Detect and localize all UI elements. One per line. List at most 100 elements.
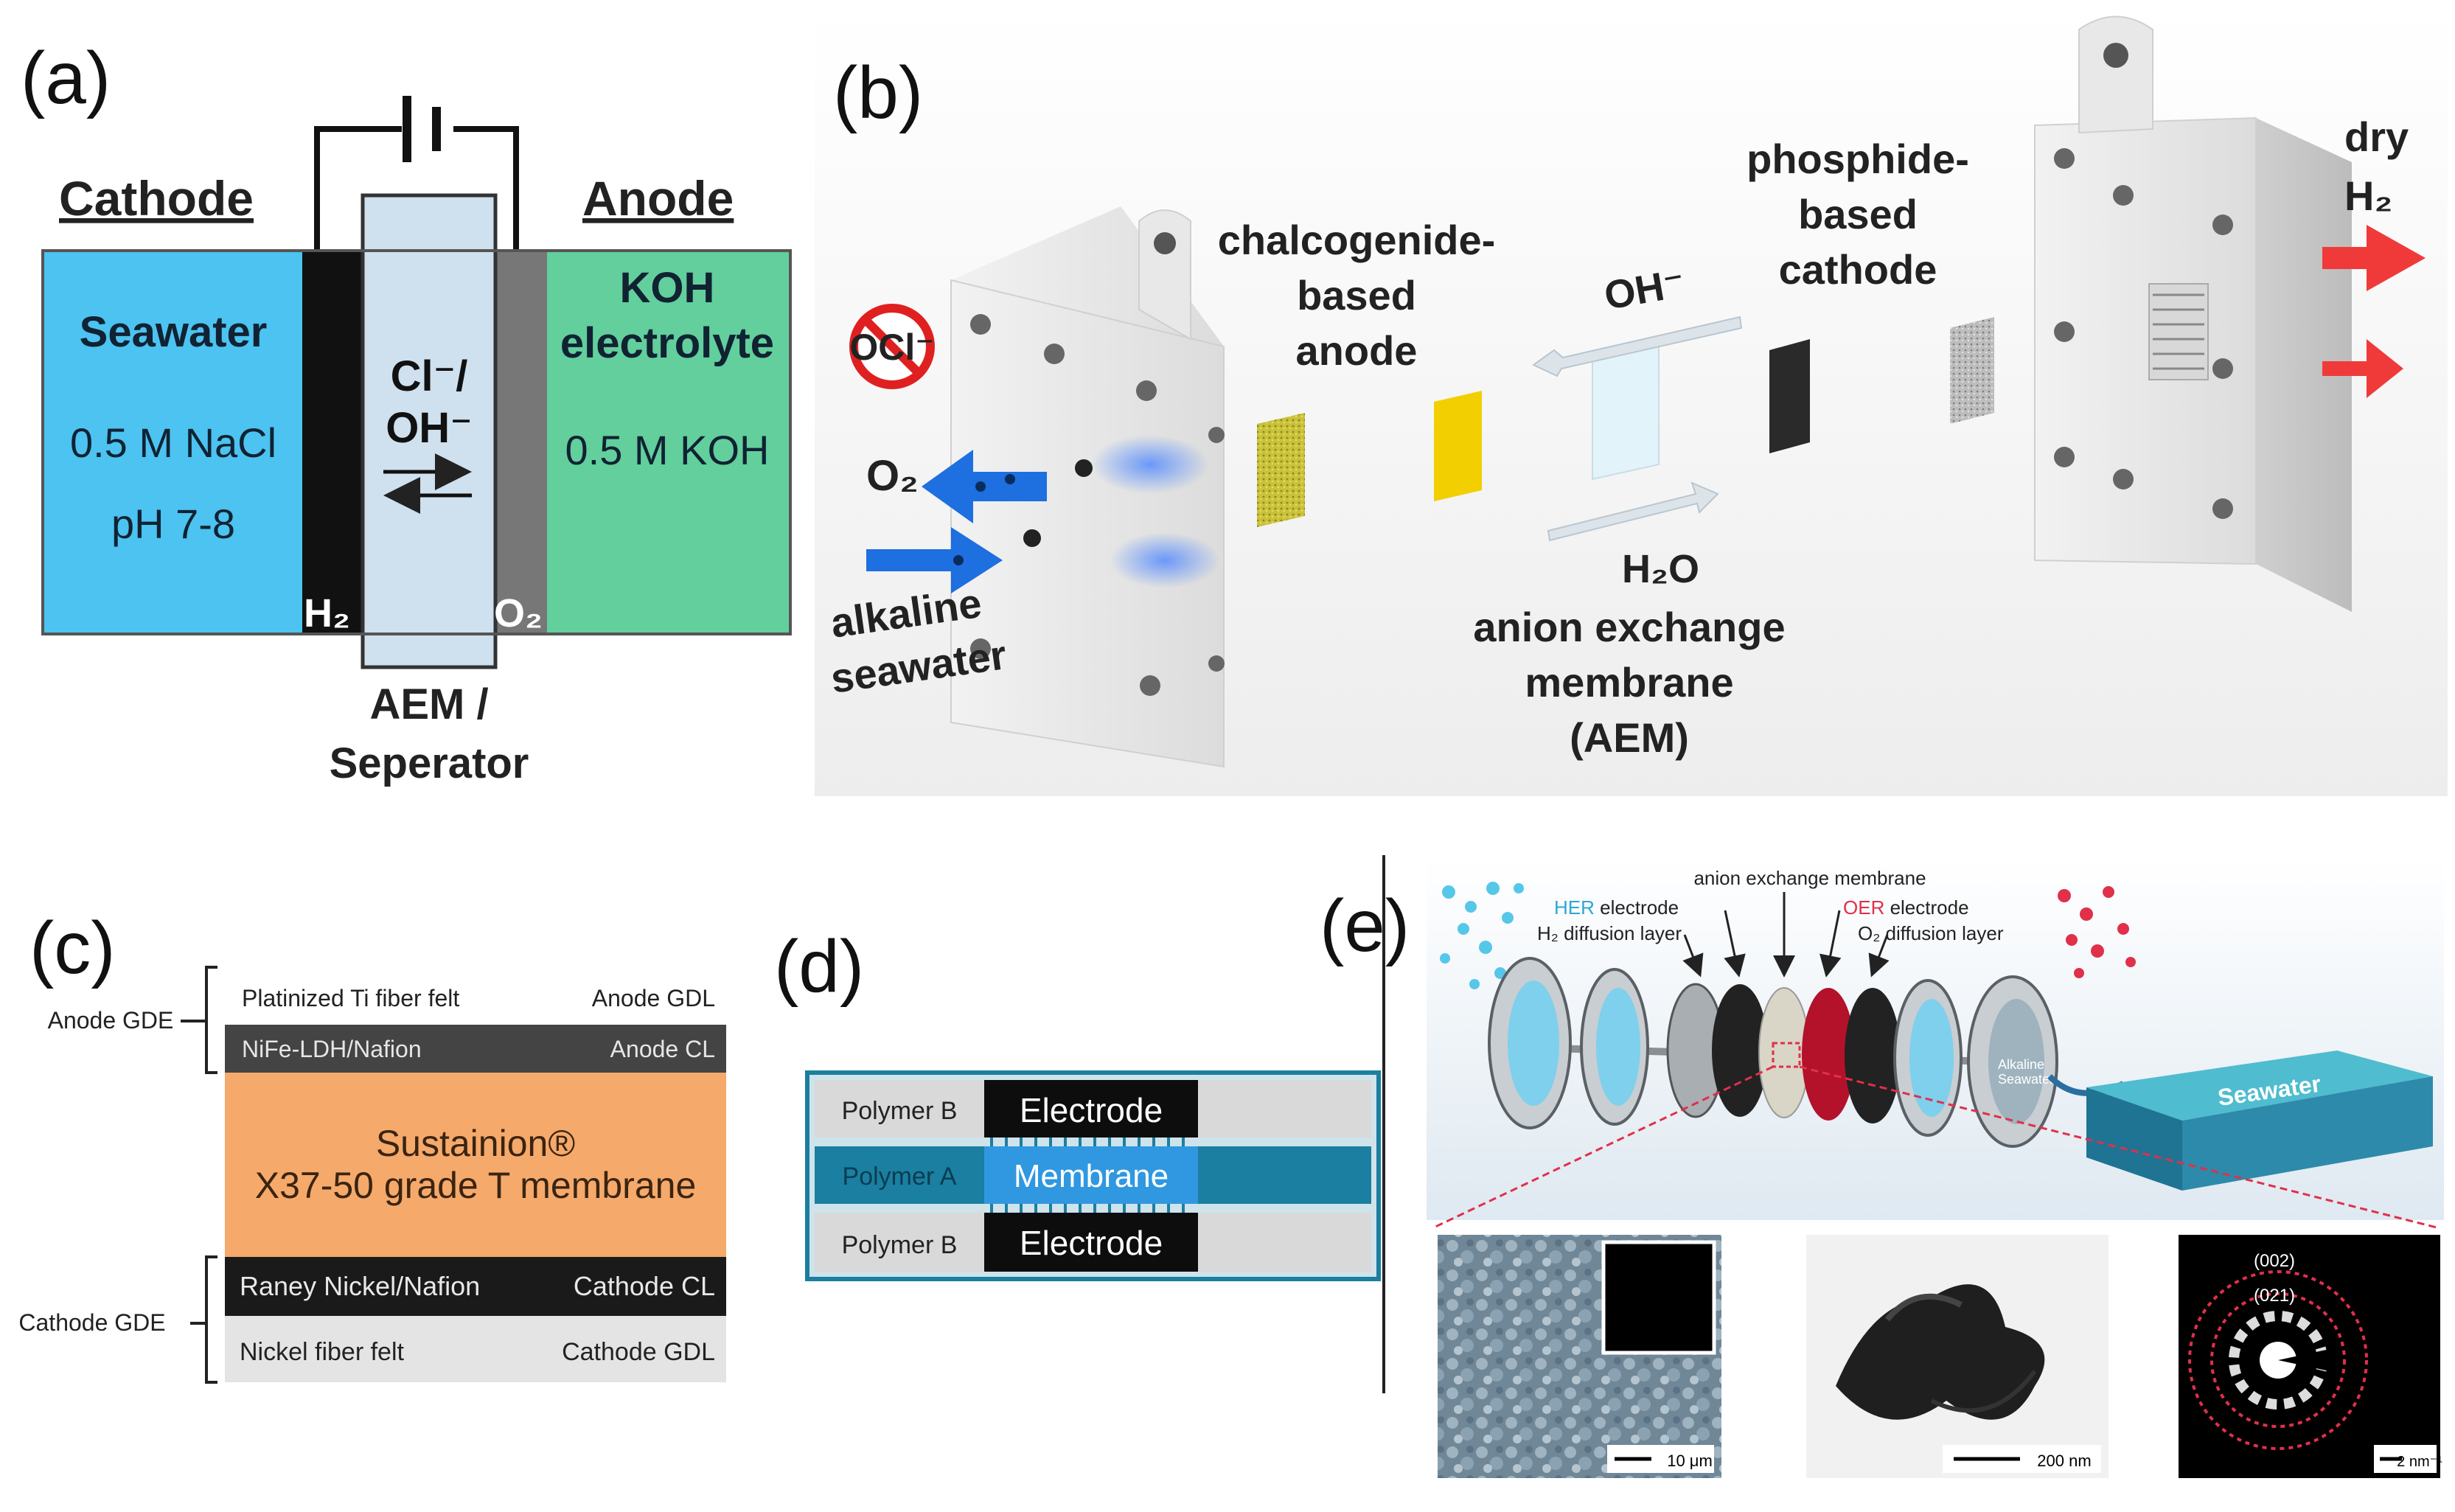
panel-d: (d) Polymer B Electrode Polymer A Membra… (774, 855, 1385, 1393)
panel-b-aem-line2: membrane (1525, 659, 1733, 706)
panel-b-chalcogenide-label: chalcogenide- (1218, 217, 1496, 263)
panel-b-phos-based-label: based (1798, 191, 1918, 237)
panel-a-hydroxide-ion-label: OH⁻ (386, 404, 473, 452)
panel-b-aem-line3: (AEM) (1570, 714, 1689, 761)
panel-d-membrane (984, 1146, 1198, 1204)
panel-e-h2-layer-label: H₂ diffusion layer (1537, 922, 1682, 944)
panel-b-o2-outlet-arrow (922, 450, 1047, 523)
panel-b-o2-label: O₂ (866, 452, 919, 500)
panel-e-scale3: 2 nm⁻¹ (2397, 1454, 2442, 1470)
panel-e: (e) anion exchange membrane HER electrod… (1320, 859, 2444, 1478)
panel-d-letter: (d) (774, 925, 864, 1008)
panel-e-o2-bubbles (2058, 886, 2136, 978)
panel-e-tem-image (1806, 1235, 2108, 1478)
panel-b-anode-label: anode (1296, 327, 1418, 374)
panel-b-no-hypochlorite-icon: OCl⁻ (849, 304, 935, 389)
panel-e-ring-021: (021) (2254, 1286, 2295, 1306)
panel-d-polymer-b-bottom (815, 1213, 984, 1272)
panel-a-ph-label: pH 7-8 (111, 501, 235, 547)
panel-b-aem-line1: anion exchange (1473, 604, 1785, 650)
panel-a-o2-label: O₂ (494, 591, 543, 635)
panel-c-layer5-right: Cathode GDL (562, 1338, 715, 1366)
panel-a-seawater-compartment (43, 251, 304, 634)
panel-e-alkaline-small-label: Alkaline (1998, 1057, 2044, 1072)
panel-b-ocl-label: OCl⁻ (849, 327, 934, 368)
panel-e-zoom-line-left (1433, 1065, 1774, 1229)
panel-c-membrane-line1: Sustainion® (376, 1123, 575, 1164)
panel-b-seawater-inlet-arrow (866, 527, 1003, 593)
panel-d-polymer-a-label: Polymer A (843, 1163, 957, 1191)
panel-c-membrane-layer (225, 1073, 726, 1257)
panel-a-aem-label: AEM / (369, 680, 488, 728)
panel-c-layer1-left: Platinized Ti fiber felt (242, 985, 459, 1011)
panel-b-cathode-catalyst (1769, 339, 1810, 453)
panel-e-oer-electrode-label: OER electrode (1843, 896, 1969, 919)
panel-d-interlock-teeth (990, 1138, 1185, 1213)
panel-a-koh-label: KOH (620, 264, 715, 312)
panel-d-membrane-label: Membrane (1014, 1158, 1169, 1194)
panel-b-letter: (b) (833, 52, 923, 134)
panel-a-cell-outline (41, 249, 792, 635)
panel-e-scale2: 200 nm (2037, 1452, 2091, 1470)
panel-a: (a) Cathode Anode Seawater 0.5 M NaCl pH… (21, 37, 792, 787)
panel-b-lower-red-arrow (2322, 339, 2403, 398)
panel-b-dry-label: dry (2344, 114, 2409, 160)
panel-c: (c) Anode GDE Platinized Ti fiber felt A… (18, 907, 726, 1384)
panel-a-electrolyte-label: electrolyte (560, 319, 774, 367)
panel-c-layer-anode-cl (225, 1025, 726, 1073)
panel-c-layer-cathode-gdl (225, 1316, 726, 1382)
panel-a-cathode-plate (302, 251, 363, 634)
panel-d-polymer-b-top (815, 1080, 984, 1138)
panel-e-her-rest: electrode (1595, 896, 1679, 919)
panel-b-cathode-label: cathode (1779, 246, 1937, 293)
panel-d-polymer-b-bottom-label: Polymer B (842, 1231, 958, 1259)
panel-e-o2-layer-label: O₂ diffusion layer (1858, 922, 2004, 944)
panel-b-water-arrow (1547, 481, 1719, 542)
panel-a-koh-conc-label: 0.5 M KOH (565, 427, 770, 473)
panel-d-polymer-b-top-label: Polymer B (842, 1097, 958, 1125)
panel-a-anode-title: Anode (582, 171, 734, 226)
panel-e-ring-002: (002) (2254, 1251, 2295, 1271)
panel-a-separator-label: Seperator (330, 739, 529, 787)
panel-c-layer5-left: Nickel fiber felt (240, 1338, 405, 1366)
panel-e-oer-rest: electrode (1884, 896, 1968, 919)
panel-a-chloride-ion-label: Cl⁻/ (391, 352, 468, 400)
panel-b-right-end-plate (2034, 15, 2352, 612)
panel-d-electrode-bottom-label: Electrode (1020, 1224, 1163, 1262)
panel-e-oer-word: OER (1843, 896, 1884, 919)
panel-e-seawater-block (2086, 1051, 2433, 1191)
panel-c-letter: (c) (29, 907, 116, 989)
panel-d-electrode-top (984, 1080, 1198, 1138)
panel-c-layer1-right: Anode GDL (592, 985, 715, 1011)
panel-b-cathode-gdl (1950, 317, 1994, 424)
panel-a-anode-plate (494, 251, 547, 634)
panel-b-oh-arrow (1532, 316, 1743, 377)
panel-d-electrode-top-label: Electrode (1020, 1091, 1163, 1129)
panel-b-h2-label: H₂ (2344, 173, 2392, 219)
panel-b-chalco-based-label: based (1297, 272, 1416, 318)
panel-e-scale1: 10 μm (1667, 1452, 1713, 1470)
panel-a-cathode-title: Cathode (59, 171, 254, 226)
panel-c-layer-anode-gdl (225, 967, 726, 1025)
panel-c-membrane-line2: X37-50 grade T membrane (255, 1165, 697, 1206)
panel-d-electrode-bottom (984, 1213, 1198, 1272)
panel-d-polymer-b-bottom-right (1198, 1213, 1371, 1272)
panel-e-letter: (e) (1320, 885, 1410, 967)
panel-c-layer2-right: Anode CL (610, 1036, 715, 1062)
panel-b-h2-outlet-arrow (2322, 225, 2426, 291)
panel-d-polymer-b-top-right (1198, 1080, 1371, 1138)
panel-e-seawater-small-label: Seawater (1998, 1072, 2054, 1087)
panel-c-cathode-gde-label: Cathode GDE (18, 1309, 165, 1336)
panel-c-layer4-left: Raney Nickel/Nafion (240, 1271, 480, 1301)
panel-c-layer-cathode-cl (225, 1257, 726, 1316)
panel-b-left-end-plate (950, 206, 1225, 768)
panel-b-anode-catalyst (1434, 391, 1482, 501)
panel-e-aem-label: anion exchange membrane (1693, 867, 1926, 889)
panel-c-layer4-right: Cathode CL (574, 1271, 715, 1301)
panel-e-her-word: HER (1554, 896, 1595, 919)
panel-b-aem-sheet (1592, 345, 1660, 481)
panel-b: (b) OCl⁻ (815, 7, 2448, 796)
panel-c-anode-bracket (205, 966, 217, 1074)
panel-a-nacl-label: 0.5 M NaCl (70, 419, 276, 466)
